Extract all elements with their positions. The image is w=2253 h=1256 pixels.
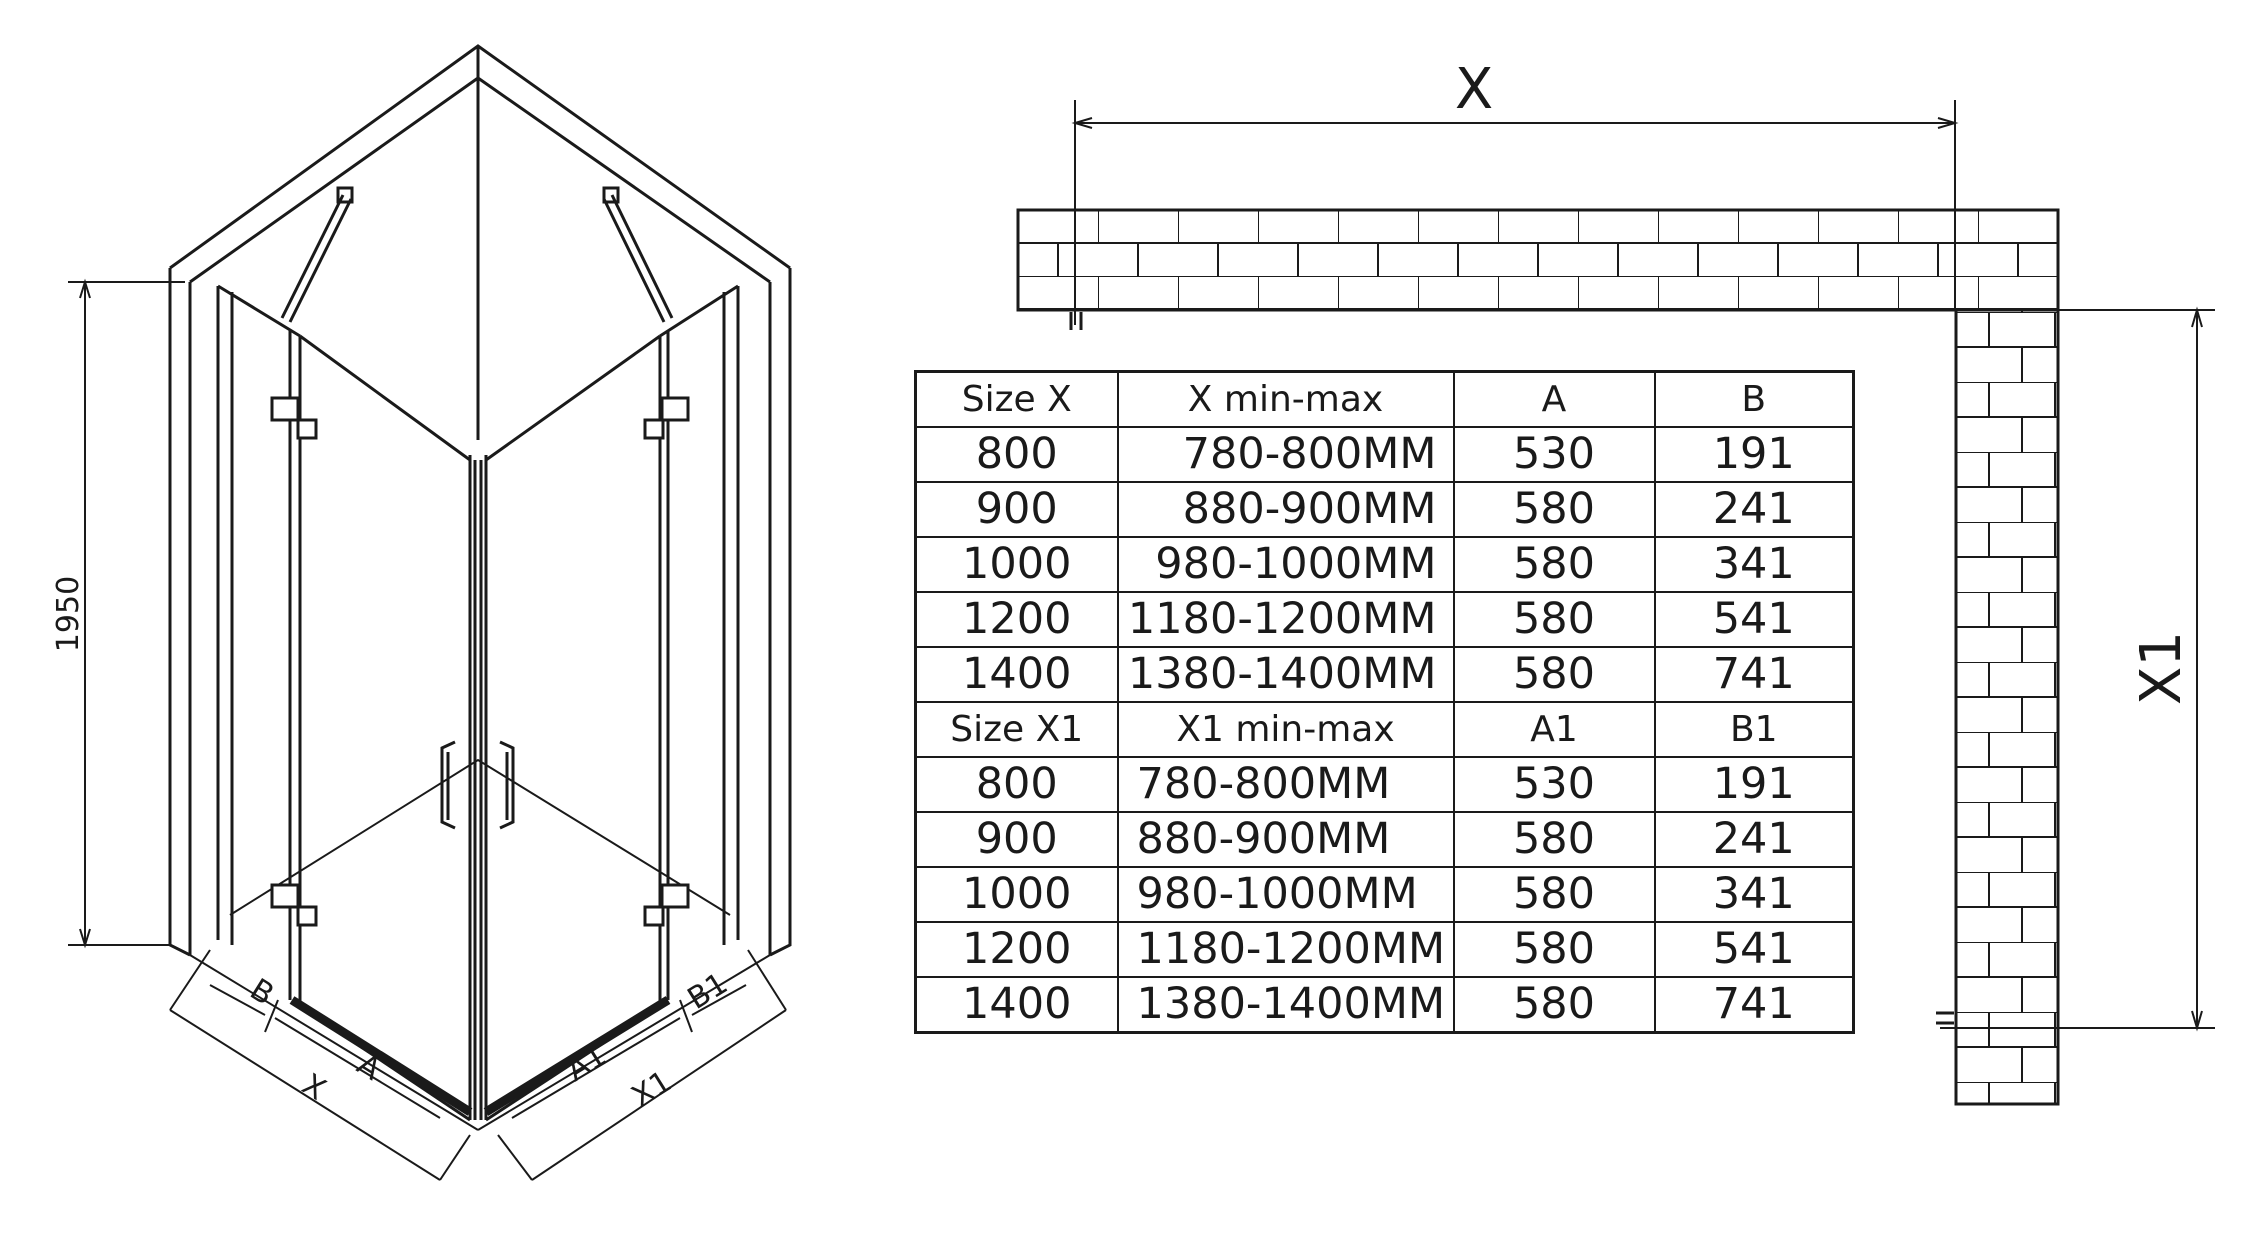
label-b1: B1: [682, 966, 734, 1017]
table-cell: 1200: [914, 591, 1119, 648]
table-cell: 580: [1452, 866, 1656, 923]
table-cell: 780-800MM: [1116, 756, 1455, 813]
table-cell: Size X: [914, 370, 1119, 428]
table-cell: A: [1452, 370, 1656, 428]
table-cell: X min-max: [1116, 370, 1455, 428]
table-cell: 980-1000MM: [1116, 536, 1455, 593]
label-x: X: [296, 1067, 332, 1108]
table-cell: B: [1653, 370, 1855, 428]
table-cell: 580: [1452, 481, 1656, 538]
support-bars: [280, 186, 674, 323]
table-cell: 1180-1200MM: [1116, 591, 1455, 648]
table-cell: 241: [1653, 481, 1855, 538]
table-cell: 1400: [914, 976, 1119, 1034]
table-cell: 1000: [914, 536, 1119, 593]
table-cell: 580: [1452, 536, 1656, 593]
floor-lines: [189, 758, 771, 1131]
right-glass-panel: [479, 284, 740, 1122]
table-cell: 900: [914, 811, 1119, 868]
table-cell: 341: [1653, 536, 1855, 593]
table-cell: 191: [1653, 756, 1855, 813]
table-cell: 1200: [914, 921, 1119, 978]
table-cell: 580: [1452, 921, 1656, 978]
table-cell: 741: [1653, 976, 1855, 1034]
table-cell: A1: [1452, 701, 1656, 758]
hinge-brackets: [270, 396, 690, 927]
table-cell: X1 min-max: [1116, 701, 1455, 758]
table-cell: 580: [1452, 591, 1656, 648]
table-cell: 341: [1653, 866, 1855, 923]
table-cell: 880-900MM: [1116, 811, 1455, 868]
table-cell: 800: [914, 426, 1119, 483]
table-cell: 191: [1653, 426, 1855, 483]
table-cell: 541: [1653, 921, 1855, 978]
table-cell: 1380-1400MM: [1116, 976, 1455, 1034]
table-cell: 1380-1400MM: [1116, 646, 1455, 703]
brick-wall-top: [1016, 208, 2060, 312]
label-x1: X1: [626, 1064, 678, 1115]
plan-dimension-lines: [1069, 100, 2215, 1032]
table-cell: 980-1000MM: [1116, 866, 1455, 923]
table-cell: 1400: [914, 646, 1119, 703]
table-cell: 580: [1452, 811, 1656, 868]
brick-wall-side: [1954, 308, 2060, 1106]
plan-x-label: X: [1455, 57, 1493, 122]
table-cell: 741: [1653, 646, 1855, 703]
table-cell: 1000: [914, 866, 1119, 923]
table-cell: 780-800MM: [1116, 426, 1455, 483]
table-cell: 900: [914, 481, 1119, 538]
table-cell: 880-900MM: [1116, 481, 1455, 538]
table-cell: 580: [1452, 646, 1656, 703]
table-cell: 541: [1653, 591, 1855, 648]
label-a1: A1: [561, 1038, 613, 1089]
plan-x1-label: X1: [2129, 631, 2194, 705]
table-cell: 241: [1653, 811, 1855, 868]
table-cell: 800: [914, 756, 1119, 813]
table-cell: B1: [1653, 701, 1855, 758]
table-cell: 580: [1452, 976, 1656, 1034]
table-cell: 530: [1452, 756, 1656, 813]
height-label: 1950: [51, 576, 86, 652]
height-dimension: [68, 278, 185, 949]
door-handles: [440, 740, 515, 830]
table-cell: 530: [1452, 426, 1656, 483]
base-dimension-lines: [169, 949, 787, 1181]
table-cell: Size X1: [914, 701, 1119, 758]
table-cell: 1180-1200MM: [1116, 921, 1455, 978]
